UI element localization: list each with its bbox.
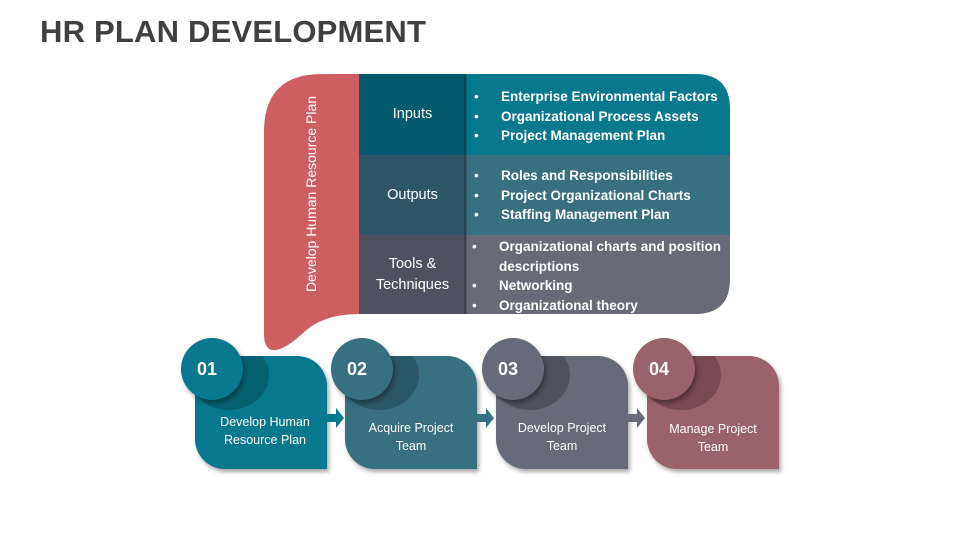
arrow-right-icon xyxy=(628,408,645,428)
list-item: Staffing Management Plan xyxy=(466,205,730,225)
row-heading-inputs: Inputs xyxy=(392,106,433,122)
list-item: Project Management Plan xyxy=(466,126,730,146)
list-item: Roles and Responsibilities xyxy=(466,166,730,186)
row-heading-outputs: Outputs xyxy=(387,186,438,203)
step-number-2: 02 xyxy=(331,338,393,400)
slide-title: HR PLAN DEVELOPMENT xyxy=(40,14,427,49)
step-number-1: 01 xyxy=(181,338,243,400)
row-heading-tools: Tools & Techniques xyxy=(375,256,450,293)
list-item: Organizational charts and position xyxy=(464,237,728,257)
list-item: Enterprise Environmental Factors xyxy=(466,87,730,107)
step-number-3: 03 xyxy=(482,338,544,400)
step-number-4: 04 xyxy=(633,338,695,400)
row-body-outputs: Roles and Responsibilities Project Organ… xyxy=(466,166,730,225)
list-item: Networking xyxy=(464,276,728,296)
list-item: Project Organizational Charts xyxy=(466,186,730,206)
process-label: Develop Human Resource Plan xyxy=(303,95,320,293)
list-item: Organizational Process Assets xyxy=(466,107,730,127)
arrow-right-icon xyxy=(327,408,344,428)
list-item: Organizational theory xyxy=(464,296,728,316)
process-tab-shape xyxy=(264,74,359,351)
list-item: descriptions xyxy=(499,258,580,274)
row-body-inputs: Enterprise Environmental Factors Organiz… xyxy=(466,87,730,146)
row-body-tools: Organizational charts and position descr… xyxy=(464,237,728,315)
arrow-right-icon xyxy=(477,408,494,428)
